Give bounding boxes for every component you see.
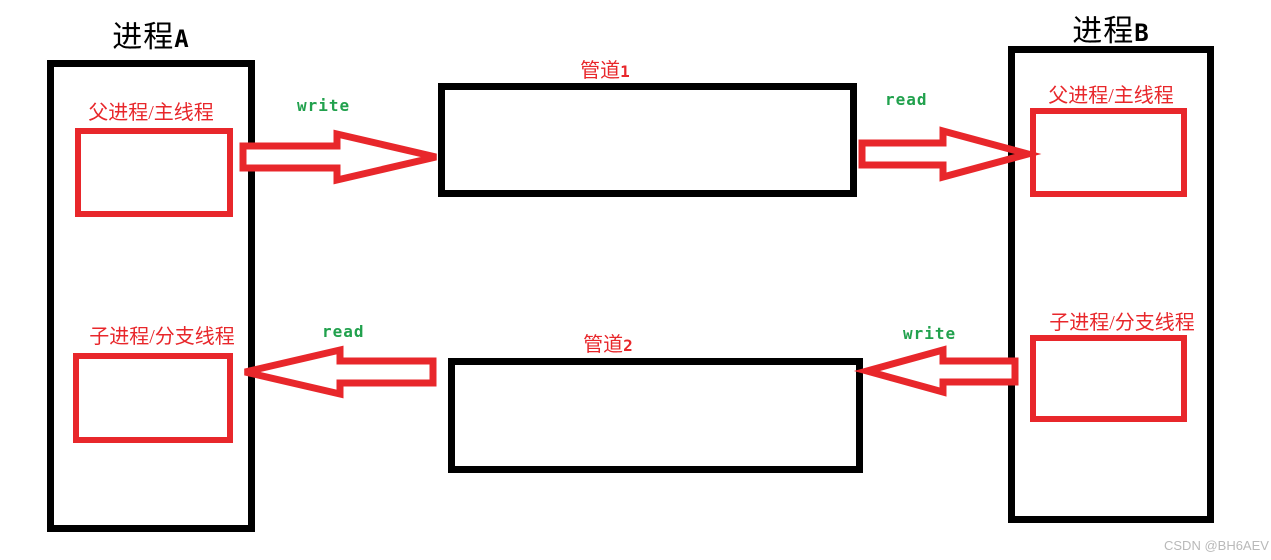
top-read-label: read (885, 90, 928, 109)
write-arrow-b-to-pipe2 (853, 345, 1019, 397)
process-a-title: 进程A (47, 12, 255, 56)
process-a-top-label: 父进程/主线程 (88, 102, 214, 124)
csdn-watermark: CSDN @BH6AEV (1164, 538, 1269, 553)
pipe1-label-suffix: 1 (620, 62, 630, 81)
pipe2-label-text: 管道 (583, 334, 624, 356)
process-a-child-rect (73, 353, 233, 443)
process-b-parent-rect (1030, 108, 1187, 197)
process-b-box (1008, 46, 1214, 523)
top-write-label: write (297, 96, 351, 115)
pipe1-label-text: 管道 (580, 60, 621, 82)
process-b-title: 进程B (1008, 6, 1214, 50)
process-a-parent-rect (75, 128, 233, 217)
read-arrow-pipe1-to-b (858, 126, 1042, 182)
pipe2-label: 管道2 (548, 328, 668, 357)
process-b-child-rect (1030, 335, 1187, 422)
pipe1-label: 管道1 (545, 54, 665, 83)
process-b-bottom-label: 子进程/分支线程 (1049, 312, 1195, 334)
pipe1-box (438, 83, 857, 197)
process-b-top-label: 父进程/主线程 (1048, 85, 1174, 107)
process-a-bottom-label: 子进程/分支线程 (89, 326, 235, 348)
read-arrow-pipe2-to-a (244, 345, 437, 399)
pipe2-box (448, 358, 863, 473)
process-a-title-suffix: A (174, 25, 190, 53)
write-arrow-a-to-pipe1 (239, 129, 437, 185)
process-a-box (47, 60, 255, 532)
process-b-title-suffix: B (1134, 19, 1150, 47)
process-b-title-text: 进程 (1072, 15, 1135, 48)
bottom-write-label: write (903, 324, 957, 343)
pipe2-label-suffix: 2 (623, 336, 633, 355)
bottom-read-label: read (322, 322, 365, 341)
process-a-title-text: 进程 (112, 21, 175, 54)
